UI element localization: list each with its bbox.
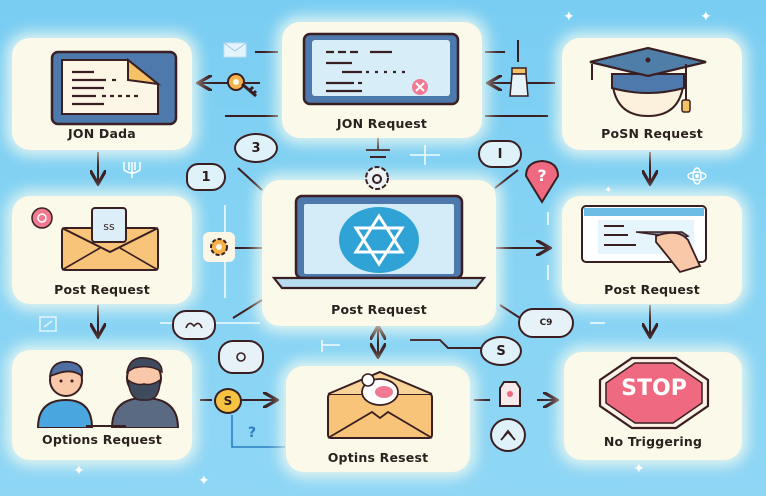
sparkle-icon: ✦ <box>73 463 85 479</box>
browser-window-icon <box>302 32 462 110</box>
node-label: Post Request <box>331 302 427 317</box>
node-label: Optins Resest <box>327 450 429 465</box>
node-json-request: JON Request <box>282 22 482 138</box>
key-icon <box>226 70 262 100</box>
sparkle-icon: ✦ <box>633 461 645 477</box>
people-icon <box>26 356 186 432</box>
sparkle-icon: ✦ <box>604 185 613 196</box>
node-label: Post Request <box>604 282 700 297</box>
node-no-triggering: STOP No Triggering <box>564 352 742 460</box>
laptop-star-icon <box>270 194 488 294</box>
coin-icon: S <box>214 388 242 414</box>
node-options-request: Options Request <box>12 350 192 460</box>
bottle-icon <box>507 60 531 98</box>
brain-gear-icon <box>172 310 216 340</box>
node-post-request-right: Post Request <box>562 196 742 304</box>
envelope-small-icon <box>222 40 248 60</box>
sack-icon <box>494 378 526 410</box>
number-one-cloud-badge: 1 <box>186 163 226 191</box>
stop-sign-text: STOP <box>621 376 687 401</box>
question-small-label: ? <box>247 425 257 441</box>
sparkle-icon: ✦ <box>700 9 712 25</box>
hand-writing-icon <box>576 202 734 278</box>
atom-icon <box>686 166 708 186</box>
stop-sign-icon: STOP <box>598 356 710 434</box>
node-label: JON Dada <box>68 126 136 141</box>
node-post-request-center: Post Request <box>262 180 496 326</box>
box-icon <box>38 315 58 333</box>
svg-text:ss: ss <box>103 220 115 233</box>
question-pin-icon: ? <box>522 158 562 204</box>
node-post-request-left: ss Post Request <box>12 196 192 304</box>
node-label: JON Request <box>336 116 428 131</box>
chevron-up-badge <box>490 418 526 452</box>
sparkle-icon: ✦ <box>198 473 210 489</box>
info-cloud-badge: I <box>478 140 522 168</box>
graduation-cap-icon <box>586 46 710 124</box>
envelope-bird-icon <box>322 370 438 446</box>
s-circle-badge: S <box>480 336 522 366</box>
node-optins-resest: Optins Resest <box>286 366 470 472</box>
node-posn-request: PoSN Request <box>562 38 742 150</box>
node-label: Post Request <box>54 282 150 297</box>
number-three-badge: 3 <box>234 133 278 163</box>
sparkle-icon: ✦ <box>563 9 575 25</box>
cloud-badge: C9 <box>518 308 574 338</box>
envelope-icon: ss <box>26 202 166 278</box>
document-icon <box>50 46 180 132</box>
node-json-data: JON Dada <box>12 38 192 150</box>
node-label: Options Request <box>42 432 162 447</box>
node-label: No Triggering <box>603 434 703 449</box>
gear-orange-icon <box>203 232 235 262</box>
menorah-icon <box>120 158 144 180</box>
gear-icon <box>362 164 392 192</box>
node-label: PoSN Request <box>601 126 703 141</box>
cog-icon <box>218 340 264 374</box>
